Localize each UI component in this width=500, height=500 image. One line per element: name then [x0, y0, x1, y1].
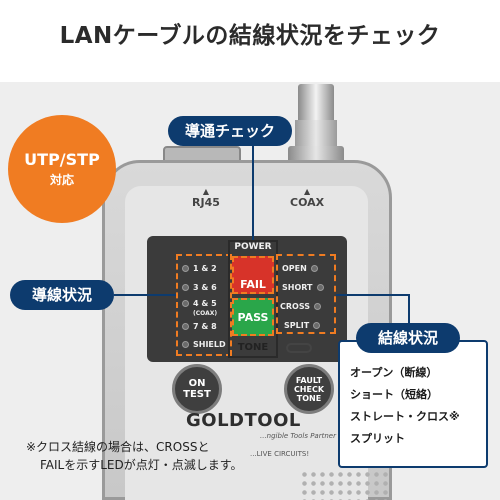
brand-logo: GOLDTOOL	[186, 410, 301, 431]
led-indicator	[182, 284, 189, 291]
result-straight-cross: ストレート・クロス※	[350, 410, 460, 423]
result-short: ショート（短絡）	[350, 388, 438, 401]
badge-sub-text: 対応	[49, 173, 74, 187]
led-indicator	[313, 322, 321, 329]
led-label: SHORT	[282, 283, 313, 292]
led-label: 7 & 8	[193, 322, 217, 331]
fault-check-tone-button-label: FAULT CHECK TONE	[293, 375, 325, 403]
conduction-leader-line	[252, 146, 254, 240]
brand-tagline: ...ngible Tools Partner	[260, 432, 336, 440]
led-label: CROSS	[280, 302, 310, 311]
device-warning-text: ...LIVE CIRCUITS!	[250, 450, 310, 458]
led-indicator	[182, 323, 189, 330]
footnote-line-2: FAILを示すLEDが点灯・点滅します。	[40, 458, 243, 472]
led-row-open: OPEN	[282, 264, 318, 273]
page-title: LANケーブルの結線状況をチェック	[59, 23, 441, 49]
rj45-label: ▲ RJ45	[192, 187, 220, 210]
led-label: 1 & 2	[193, 264, 217, 273]
led-label: SHIELD	[193, 340, 226, 349]
fault-check-tone-button[interactable]: FAULT CHECK TONE	[284, 364, 334, 414]
footnote: ※クロス結線の場合は、CROSSと FAILを示すLEDが点灯・点滅します。	[26, 438, 243, 474]
coax-label: ▲ COAX	[290, 187, 325, 210]
led-row-1-2: 1 & 2	[182, 264, 217, 273]
led-label-coax: (COAX)	[193, 310, 218, 317]
speaker-grille	[300, 470, 390, 500]
connection-leader-line-v	[408, 294, 410, 324]
led-indicator	[314, 303, 321, 310]
led-indicator	[182, 300, 189, 307]
led-label: SPLIT	[284, 321, 310, 330]
result-open: オープン（断線）	[350, 366, 438, 379]
coax-connector-nut	[288, 146, 344, 164]
fail-indicator	[232, 256, 274, 294]
rj45-label-text: RJ45	[192, 196, 220, 209]
conduction-check-callout: 導通チェック	[168, 116, 292, 146]
power-label: POWER	[234, 242, 272, 252]
led-row-shield: SHIELD	[182, 340, 226, 349]
footnote-line-1: ※クロス結線の場合は、CROSSと	[26, 440, 210, 454]
led-label: 3 & 6	[193, 283, 217, 292]
badge-main-text: UTP/STP	[24, 150, 100, 169]
pass-indicator	[232, 298, 274, 336]
coax-label-text: COAX	[290, 196, 325, 209]
led-label: OPEN	[282, 264, 307, 273]
pass-label: PASS	[237, 311, 269, 324]
arrow-up-icon: ▲	[202, 187, 210, 196]
wire-status-highlight	[176, 254, 232, 356]
connection-results-box: オープン（断線） ショート（短絡） ストレート・クロス※ スプリット	[338, 340, 488, 468]
wire-leader-line	[114, 294, 176, 296]
led-indicator	[310, 265, 318, 272]
on-test-button-label: ON TEST	[183, 378, 211, 400]
utp-stp-badge: UTP/STP 対応	[8, 115, 116, 223]
on-test-button[interactable]: ON TEST	[172, 364, 222, 414]
led-indicator	[182, 265, 189, 272]
result-split: スプリット	[350, 432, 405, 445]
led-row-3-6: 3 & 6	[182, 283, 217, 292]
led-row-split: SPLIT	[284, 321, 321, 330]
led-row-short: SHORT	[282, 283, 324, 292]
led-indicator	[182, 341, 189, 348]
tone-slot	[286, 343, 312, 353]
wire-status-callout: 導線状況	[10, 280, 114, 310]
led-row-4-5: 4 & 5	[182, 299, 217, 308]
connection-leader-line-h	[336, 294, 410, 296]
connection-status-highlight	[276, 254, 336, 334]
tone-label: TONE	[237, 342, 269, 353]
fail-label: FAIL	[240, 278, 266, 291]
led-indicator	[316, 284, 324, 291]
led-row-cross: CROSS	[280, 302, 321, 311]
led-row-7-8: 7 & 8	[182, 322, 217, 331]
coax-connector-top	[298, 84, 334, 124]
connection-status-callout: 結線状況	[356, 323, 460, 353]
arrow-up-icon: ▲	[303, 187, 311, 196]
led-label: 4 & 5	[193, 299, 217, 308]
